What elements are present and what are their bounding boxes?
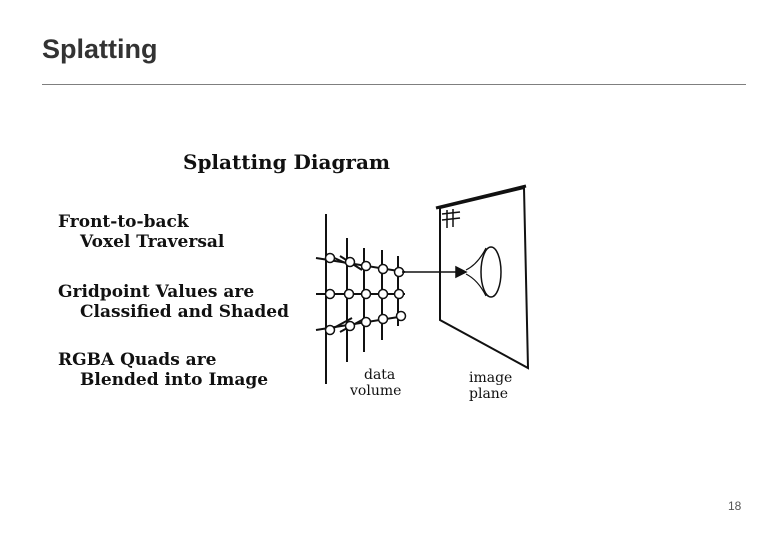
data-volume-label-line1: data — [364, 367, 396, 383]
voxel-node — [360, 288, 372, 300]
voxel-node — [344, 256, 356, 268]
step-traversal: Front-to-back Voxel Traversal — [58, 212, 224, 252]
voxel-node — [377, 263, 389, 275]
voxel-node — [343, 288, 355, 300]
voxel-node — [344, 320, 356, 332]
voxel-node — [324, 252, 336, 264]
splat-kernel-curve — [465, 247, 487, 271]
image-plane-label-line1: image — [469, 370, 513, 386]
image-plane-top-edge — [435, 184, 527, 210]
pixel-grid-mark — [441, 217, 461, 221]
slide-title: Splatting — [42, 34, 158, 64]
step-classify-line1: Gridpoint Values are — [58, 282, 255, 302]
ray-arrowhead — [455, 265, 468, 279]
voxel-node — [395, 310, 407, 322]
figure-title: Splatting Diagram — [183, 150, 391, 174]
data-volume-label: data volume — [350, 367, 410, 399]
voxel-nodes — [324, 252, 407, 336]
step-blend-line2: Blended into Image — [80, 370, 269, 390]
page-number: 18 — [728, 499, 742, 513]
projection-ray — [402, 265, 468, 279]
splat-footprint-ellipse — [480, 246, 502, 298]
title-divider — [42, 84, 746, 85]
step-classify: Gridpoint Values are Classified and Shad… — [58, 282, 289, 322]
image-plane — [435, 184, 530, 370]
voxel-node — [324, 324, 336, 336]
voxel-node — [377, 288, 389, 300]
voxel-node — [377, 313, 389, 325]
image-plane-label: image plane — [469, 370, 512, 402]
step-traversal-line2: Voxel Traversal — [80, 232, 225, 252]
voxel-node — [324, 288, 336, 300]
splat-kernel-curve — [465, 273, 487, 297]
pixel-grid-mark — [441, 211, 461, 215]
step-blend-line1: RGBA Quads are — [58, 350, 217, 370]
voxel-node — [360, 260, 372, 272]
voxel-node — [360, 316, 372, 328]
step-traversal-line1: Front-to-back — [58, 212, 189, 232]
data-volume-label-line2: volume — [350, 383, 402, 399]
step-blend: RGBA Quads are Blended into Image — [58, 350, 268, 390]
image-plane-label-line2: plane — [469, 386, 509, 402]
voxel-node — [393, 288, 405, 300]
step-classify-line2: Classified and Shaded — [80, 302, 290, 322]
